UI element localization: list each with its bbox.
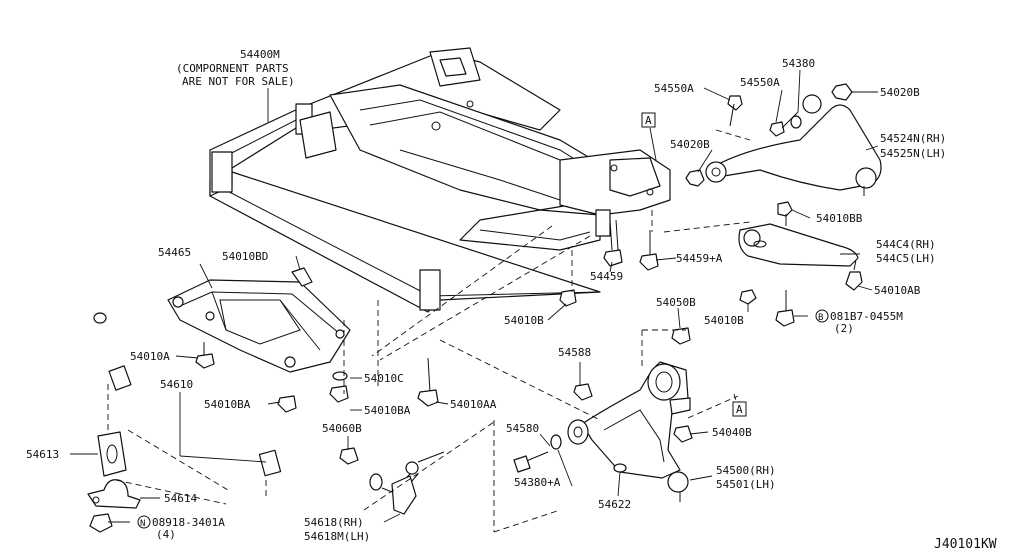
label-54524N: 54524N(RH) [880,132,946,145]
label-54580: 54580 [506,422,539,435]
ref-a-top: A [645,114,652,127]
label-54010BB: 54010BB [816,212,863,225]
label-54613: 54613 [26,448,59,461]
upper-link-hardware [685,83,853,187]
ref-box-a-top [641,112,656,128]
stiffener-plate [167,267,351,373]
label-54380-top: 54380 [782,57,815,70]
label-54622: 54622 [598,498,631,511]
stiffener-hardware [195,342,439,413]
label-54459: 54459 [590,270,623,283]
label-54010B-center: 54010B [504,314,544,327]
label-54618: 54618(RH) [304,516,364,529]
stabilizer-bushing [97,431,127,477]
label-08918: 08918-3401A [152,516,225,529]
label-54010B-right: 54010B [704,314,744,327]
label-081B7-qty: (2) [834,322,854,335]
label-081B7-prefix: B [818,313,823,323]
label-note-line2: ARE NOT FOR SALE) [182,75,295,88]
ref-a-bottom: A [736,403,743,416]
upper-link-arm [705,94,882,196]
label-544C5: 544C5(LH) [876,252,936,265]
label-54465: 54465 [158,246,191,259]
label-54050B: 54050B [656,296,696,309]
stabilizer-connecting-rod [339,447,445,515]
lower-link-hardware [513,383,693,473]
label-54010A: 54010A [130,350,170,363]
label-544C4: 544C4(RH) [876,238,936,251]
label-54010AB: 54010AB [874,284,921,297]
leader-lines [70,69,879,523]
label-54500: 54500(RH) [716,464,776,477]
assembly-guide-lines [107,129,751,533]
label-54020B-mid: 54020B [670,138,710,151]
bolt-prefix-circle [815,309,829,323]
label-54010C: 54010C [364,372,404,385]
suspension-member [209,47,671,313]
label-note-line1: (COMPORNENT PARTS [176,62,289,75]
label-54010BD: 54010BD [222,250,268,263]
label-54040B: 54040B [712,426,752,439]
label-54550A-right: 54550A [740,76,780,89]
stabilizer-bar [93,312,383,491]
member-mounting-bolts [559,219,691,345]
label-54525N: 54525N(LH) [880,147,946,160]
label-54380-plus-a: 54380+A [514,476,561,489]
tension-rod [738,201,859,267]
lower-link-assembly [567,361,691,502]
label-54010BA-right: 54010BA [364,404,411,417]
stabilizer-clamp [87,479,141,533]
label-081B7: 081B7-0455M [830,310,903,323]
label-54550A-left: 54550A [654,82,694,95]
label-54501: 54501(LH) [716,478,776,491]
tension-rod-hardware [739,259,863,327]
label-54614: 54614 [164,492,197,505]
label-54010AA: 54010AA [450,398,497,411]
diagram-code: J40101KW [934,537,997,552]
label-54010BA-left: 54010BA [204,398,251,411]
label-54618M: 54618M(LH) [304,530,370,543]
ref-box-a-bottom [732,401,747,417]
label-54400M: 54400M [240,48,280,61]
label-54020B-top: 54020B [880,86,920,99]
label-54610: 54610 [160,378,193,391]
label-54459-plus-a: 54459+A [676,252,723,265]
nut-prefix-circle [137,515,151,529]
label-54588: 54588 [558,346,591,359]
label-54060B: 54060B [322,422,362,435]
callout-labels: 54400M (COMPORNENT PARTS ARE NOT FOR SAL… [26,48,997,552]
label-08918-prefix: N [140,519,145,529]
label-08918-qty: (4) [156,528,176,541]
